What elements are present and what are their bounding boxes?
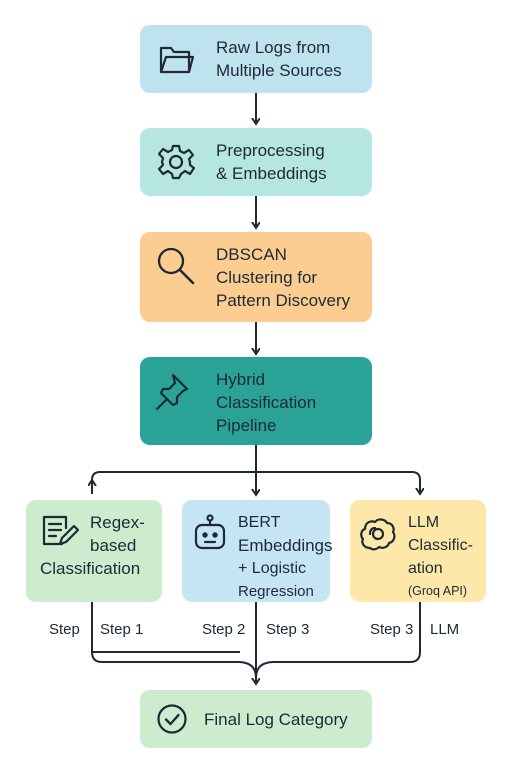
- node-final: Final Log Category: [140, 690, 372, 748]
- step-label: Step: [49, 621, 80, 638]
- node-label-line: Regex-: [90, 513, 145, 532]
- node-label-line: Pipeline: [216, 416, 277, 435]
- node-label-line: Hybrid: [216, 370, 266, 389]
- node-label-line: Pattern Discovery: [216, 291, 351, 310]
- node-label-line: LLM: [408, 514, 440, 531]
- node-regex: Regex- based Classification: [26, 500, 162, 602]
- node-label-line: based: [90, 536, 137, 555]
- node-label-line: DBSCAN: [216, 245, 287, 264]
- brain-icon: [360, 518, 396, 551]
- step-label: Step 3: [370, 621, 414, 638]
- node-dbscan: DBSCAN Clustering for Pattern Discovery: [140, 232, 372, 322]
- node-label-line: BERT: [238, 514, 281, 531]
- node-llm: LLM Classific- ation (Groq API): [350, 500, 486, 602]
- node-label-line: Clustering for: [216, 268, 318, 287]
- node-label-line: Regression: [238, 583, 314, 600]
- node-label-line: + Logistic: [238, 560, 307, 577]
- robot-icon: [194, 514, 226, 550]
- step-label: Step 1: [100, 621, 144, 638]
- node-label-line: Preprocessing: [216, 141, 325, 160]
- node-label-line: (Groq API): [408, 584, 468, 598]
- node-label-line: Final Log Category: [204, 710, 348, 729]
- check-circle-icon: [157, 704, 187, 734]
- magnifier-icon: [157, 247, 195, 285]
- node-label-line: Raw Logs from: [216, 38, 331, 57]
- document-edit-icon: [42, 515, 80, 546]
- node-hybrid: Hybrid Classification Pipeline: [140, 357, 372, 445]
- step-label: LLM: [430, 621, 460, 638]
- node-bert: BERT Embeddings + Logistic Regression: [182, 500, 333, 602]
- node-label-line: Embeddings: [238, 536, 333, 555]
- step-label: Step 3: [266, 621, 310, 638]
- node-raw-logs: Raw Logs from Multiple Sources: [140, 25, 372, 93]
- gear-icon: [157, 144, 195, 180]
- node-label-line: Classification: [216, 393, 317, 412]
- node-label-line: ation: [408, 560, 443, 577]
- node-label-line: Classific-: [408, 537, 473, 554]
- node-label-line: & Embeddings: [216, 164, 327, 183]
- node-label-line: Multiple Sources: [216, 61, 342, 80]
- node-preprocessing: Preprocessing & Embeddings: [140, 128, 372, 196]
- node-label-line: Classification: [40, 559, 141, 578]
- folder-icon: [159, 46, 194, 74]
- step-label: Step 2: [202, 621, 246, 638]
- pushpin-icon: [155, 373, 189, 411]
